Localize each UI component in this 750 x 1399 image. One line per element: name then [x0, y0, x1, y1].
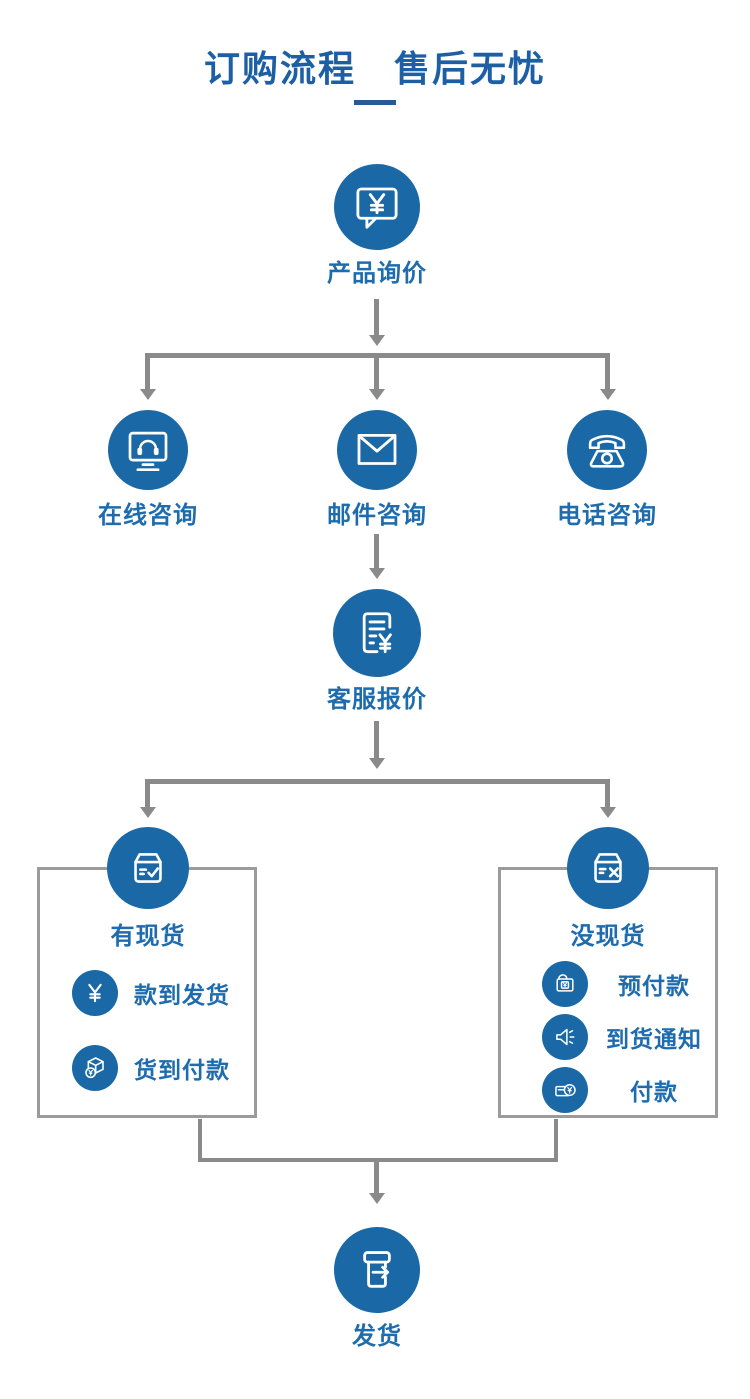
node-ship — [334, 1227, 420, 1313]
connector-branch2 — [145, 779, 610, 784]
step-arrival-notice: 到货通知 — [542, 1014, 720, 1060]
label-product-inquiry: 产品询价 — [327, 260, 427, 287]
connector-converge — [198, 1158, 558, 1162]
node-mail-support — [337, 410, 417, 490]
step-label: 款到发货 — [134, 982, 230, 1008]
step-label: 货到付款 — [134, 1057, 230, 1083]
arrowhead — [369, 758, 385, 769]
label-mail-support: 邮件咨询 — [327, 502, 427, 529]
connector-branch1-left — [145, 353, 150, 389]
arrowhead — [369, 568, 385, 579]
connector-branch2-left — [145, 779, 150, 807]
node-phone-support — [567, 410, 647, 490]
connector-mail-to-quote — [374, 534, 379, 568]
package-coin-icon — [85, 1057, 104, 1079]
mail-icon — [357, 433, 397, 465]
step-prepayment: 预付款 — [542, 961, 720, 1007]
node-service-quote — [333, 589, 421, 677]
online-support-icon — [128, 431, 168, 472]
quote-document-icon — [362, 612, 392, 654]
step-label: 预付款 — [618, 973, 690, 999]
yen-icon — [88, 983, 102, 1003]
step-payment: 付款 — [542, 1067, 720, 1113]
step-cash-on-delivery: 货到付款 — [72, 1045, 230, 1091]
step-label: 到货通知 — [606, 1026, 702, 1052]
announce-speaker-icon-wrap — [542, 1014, 588, 1060]
page-title: 订购流程 售后无忧 — [203, 48, 546, 89]
connector-branch1 — [145, 353, 610, 358]
card-payment-icon-wrap — [542, 1067, 588, 1113]
box-check-icon — [134, 853, 162, 883]
title-underline — [354, 100, 396, 105]
node-out-of-stock — [567, 827, 649, 909]
connector-branch2-right — [605, 779, 610, 807]
connector-branch1-right — [605, 353, 610, 389]
arrowhead — [140, 807, 156, 818]
shipping-box-icon — [363, 1251, 391, 1288]
arrowhead — [369, 1193, 385, 1204]
arrowhead — [140, 389, 156, 400]
label-out-of-stock: 没现货 — [570, 923, 646, 950]
connector-branch1-mid — [374, 356, 379, 389]
node-in-stock — [107, 827, 189, 909]
connector-quote-down — [374, 721, 379, 758]
yen-icon-wrap — [72, 970, 118, 1016]
label-phone-support: 电话咨询 — [557, 502, 657, 529]
chat-bubble-yen-icon — [356, 187, 398, 229]
label-service-quote: 客服报价 — [327, 686, 427, 713]
connector-outstock-down — [554, 1119, 558, 1162]
label-in-stock: 有现货 — [110, 923, 186, 950]
telephone-icon — [588, 434, 626, 468]
label-online-support: 在线咨询 — [98, 502, 198, 529]
package-coin-icon-wrap — [72, 1045, 118, 1091]
box-x-icon — [594, 853, 622, 883]
wallet-yen-icon — [556, 974, 574, 992]
node-product-inquiry — [334, 164, 420, 250]
arrowhead — [600, 389, 616, 400]
connector-inquiry-down — [374, 299, 379, 335]
wallet-yen-icon-wrap — [542, 961, 588, 1007]
arrowhead — [369, 335, 385, 346]
card-payment-icon — [555, 1083, 576, 1097]
arrowhead — [600, 807, 616, 818]
step-label: 付款 — [630, 1079, 678, 1105]
announce-speaker-icon — [556, 1028, 575, 1046]
label-ship: 发货 — [352, 1323, 402, 1350]
step-pay-then-ship: 款到发货 — [72, 970, 230, 1016]
connector-instock-down — [198, 1119, 202, 1162]
node-online-support — [108, 410, 188, 490]
connector-converge-down — [374, 1162, 379, 1193]
arrowhead — [369, 389, 385, 400]
